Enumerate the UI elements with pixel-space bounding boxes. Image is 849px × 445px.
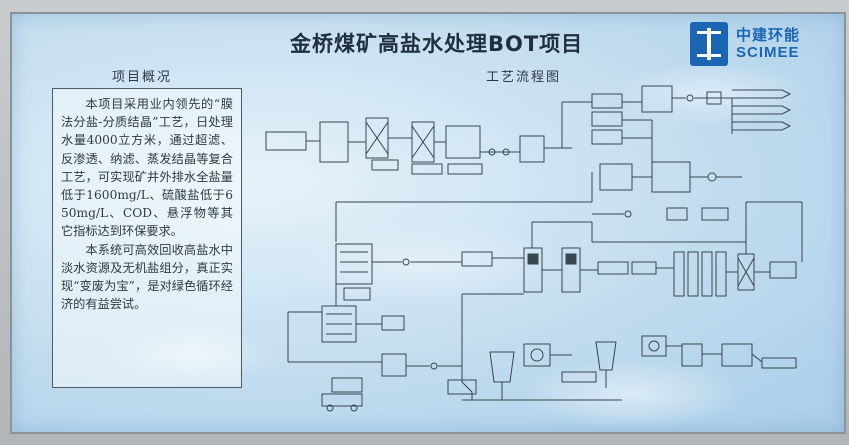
logo-name-cn: 中建环能 [736,25,801,44]
label-box [448,380,476,394]
label-box [332,378,362,392]
flow-line [462,352,472,400]
wheel-icon [327,405,333,411]
tank-box [382,354,406,376]
centrifuge-icon [649,341,659,351]
pump-icon [403,259,409,265]
filter-media [412,126,434,158]
mixer-icon [566,254,576,264]
filter-media [738,258,754,286]
membrane-unit [716,252,726,296]
membrane-unit [702,252,712,296]
filter-media [366,122,388,154]
label-box [598,262,628,274]
centrifuge-box [524,344,550,366]
tank-box [770,262,796,278]
pump-icon [687,95,693,101]
wheel-icon [351,405,357,411]
logo-name-en: SCIMEE [736,44,800,61]
label-box [667,208,687,220]
flow-diagram-svg [262,82,822,412]
membrane-unit [674,252,684,296]
truck-icon [322,394,362,406]
sign-board [10,12,846,434]
overview-heading: 项目概况 [112,70,173,85]
settler-icon [490,352,514,382]
page-title: 金桥煤矿高盐水处理BOT项目 [290,32,584,56]
label-box [632,262,656,274]
overview-panel: 本项目采用业内领先的“膜法分盐-分质结晶”工艺，日处理水量4000立方米，通过超… [52,88,242,388]
evaporator-coils [326,314,352,334]
valve-box [707,92,721,104]
outlet-arrow [732,106,790,114]
pump-icon [431,363,437,369]
label-box [344,288,370,300]
centrifuge-icon [531,349,543,361]
label-box [448,164,482,174]
tank-box [446,126,480,158]
centrifuge-box [642,336,666,356]
dryer-box [722,344,752,366]
label-box [702,208,728,220]
outlet-arrow [732,90,790,98]
pump-icon [503,149,509,155]
scimee-logo-icon [690,22,728,66]
tank-box [652,162,690,192]
evaporator-coils [340,252,368,272]
ro-unit-box [592,94,622,108]
ro-unit-box [592,112,622,126]
pump-icon [489,149,495,155]
mixer-icon [528,254,538,264]
inlet-box [266,132,306,150]
flow-line [752,354,762,362]
label-box [372,160,398,170]
conveyor-box [562,372,596,382]
outlet-arrow [732,122,790,130]
process-flow-diagram [262,82,822,412]
label-box [382,316,404,330]
company-logo: 中建环能 SCIMEE [690,22,800,66]
overview-paragraph-1: 本项目采用业内领先的“膜法分盐-分质结晶”工艺，日处理水量4000立方米，通过超… [61,97,233,239]
tank-box [642,86,672,112]
conveyor-box [762,358,796,368]
settler-icon [596,342,616,370]
label-box [412,164,442,174]
tank-box [600,164,632,190]
evaporator-box [336,244,372,284]
pump-icon [708,173,716,181]
membrane-unit [688,252,698,296]
tank-box [320,122,348,162]
ro-unit-box [592,130,622,144]
logo-text: 中建环能 SCIMEE [736,25,801,62]
overview-paragraph-2: 本系统可高效回收高盐水中淡水资源及无机盐组分，真正实现“变废为宝”，是对绿色循环… [61,242,233,312]
pump-icon [625,211,631,217]
tank-box [520,136,544,162]
tank-box [682,344,702,366]
label-box [462,252,492,266]
flow-heading: 工艺流程图 [486,70,562,85]
